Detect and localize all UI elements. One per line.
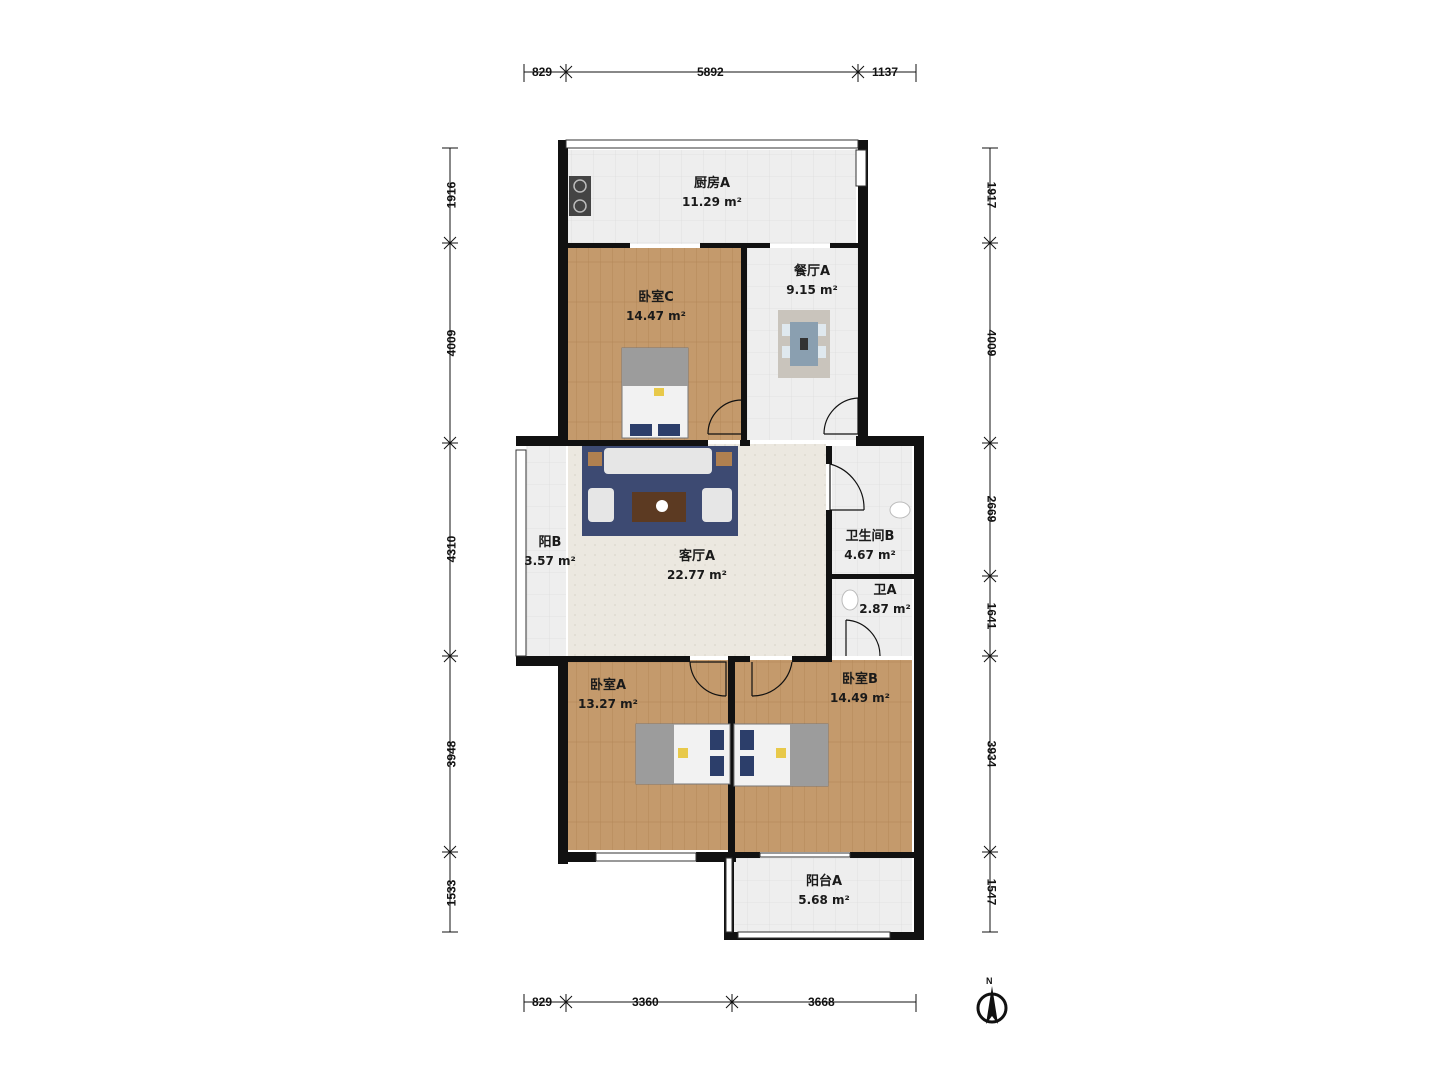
room-name: 卧室B (842, 672, 878, 687)
room-area: 9.15 m² (786, 283, 838, 297)
room-area: 3.57 m² (524, 554, 576, 568)
dimension-label: 4009 (984, 329, 999, 357)
room-name: 卫生间B (845, 529, 895, 544)
toilet-icon (841, 501, 911, 611)
room-name: 厨房A (693, 176, 731, 191)
room-label-bath-b: 卫生间B 4.67 m² (844, 528, 896, 564)
room-label-balcony-b: 阳B 3.57 m² (524, 534, 576, 570)
room-area: 2.87 m² (859, 602, 911, 616)
room-area: 22.77 m² (667, 568, 727, 582)
room-name: 餐厅A (793, 264, 831, 279)
room-label-bedroom-c: 卧室C 14.47 m² (626, 289, 686, 325)
room-name: 卧室A (589, 678, 627, 693)
dimension-label: 3934 (984, 740, 999, 768)
dimension-label: 829 (532, 65, 553, 79)
dimension-label: 4310 (444, 535, 459, 563)
room-name: 卧室C (638, 290, 674, 305)
dimension-label: 1917 (984, 181, 999, 209)
room-label-bedroom-b: 卧室B 14.49 m² (830, 671, 890, 707)
balcony-b-floor (526, 446, 566, 656)
dimension-label: 1533 (444, 879, 459, 907)
dining-table-icon (778, 310, 830, 378)
room-area: 4.67 m² (844, 548, 896, 562)
room-area: 5.68 m² (798, 893, 850, 907)
room-name: 阳B (538, 535, 562, 550)
room-name: 客厅A (678, 549, 716, 564)
room-name: 阳台A (805, 874, 843, 889)
dimension-label: 3360 (632, 995, 659, 1009)
dimension-label: 3668 (808, 995, 835, 1009)
dimension-label: 5892 (697, 65, 724, 79)
room-name: 卫A (873, 583, 897, 598)
room-area: 14.47 m² (626, 309, 686, 323)
dimension-label: 4009 (444, 329, 459, 357)
dimension-label: 2669 (984, 495, 999, 523)
room-area: 14.49 m² (830, 691, 890, 705)
compass-icon (976, 986, 1008, 1024)
windows (515, 139, 891, 939)
room-label-kitchen-a: 厨房A 11.29 m² (682, 175, 742, 211)
room-label-dining-a: 餐厅A 9.15 m² (786, 263, 838, 299)
dimension-label: 829 (532, 995, 553, 1009)
dimension-label: 1547 (984, 878, 999, 906)
doors (689, 397, 881, 697)
dimension-label: 1916 (444, 181, 459, 209)
room-area: 11.29 m² (682, 195, 742, 209)
dimension-label: 1137 (872, 65, 899, 79)
compass-label: N (986, 976, 993, 986)
room-label-bedroom-a: 卧室A 13.27 m² (578, 677, 638, 713)
stove-icon (569, 176, 591, 216)
bed-icon (733, 723, 829, 787)
bed-icon (635, 723, 731, 785)
bed-icon (621, 347, 689, 439)
bath-a-floor (832, 578, 912, 656)
room-label-living-a: 客厅A 22.77 m² (667, 548, 727, 584)
sofa-set-icon (582, 446, 738, 536)
dimension-label: 1641 (984, 602, 999, 630)
balcony-a-floor (734, 858, 912, 932)
kitchen-floor (568, 150, 856, 244)
room-area: 13.27 m² (578, 697, 638, 711)
dimension-label: 3948 (444, 740, 459, 768)
room-label-balcony-a: 阳台A 5.68 m² (798, 873, 850, 909)
room-label-bath-a: 卫A 2.87 m² (859, 582, 911, 618)
dimension-lines (442, 64, 998, 1012)
